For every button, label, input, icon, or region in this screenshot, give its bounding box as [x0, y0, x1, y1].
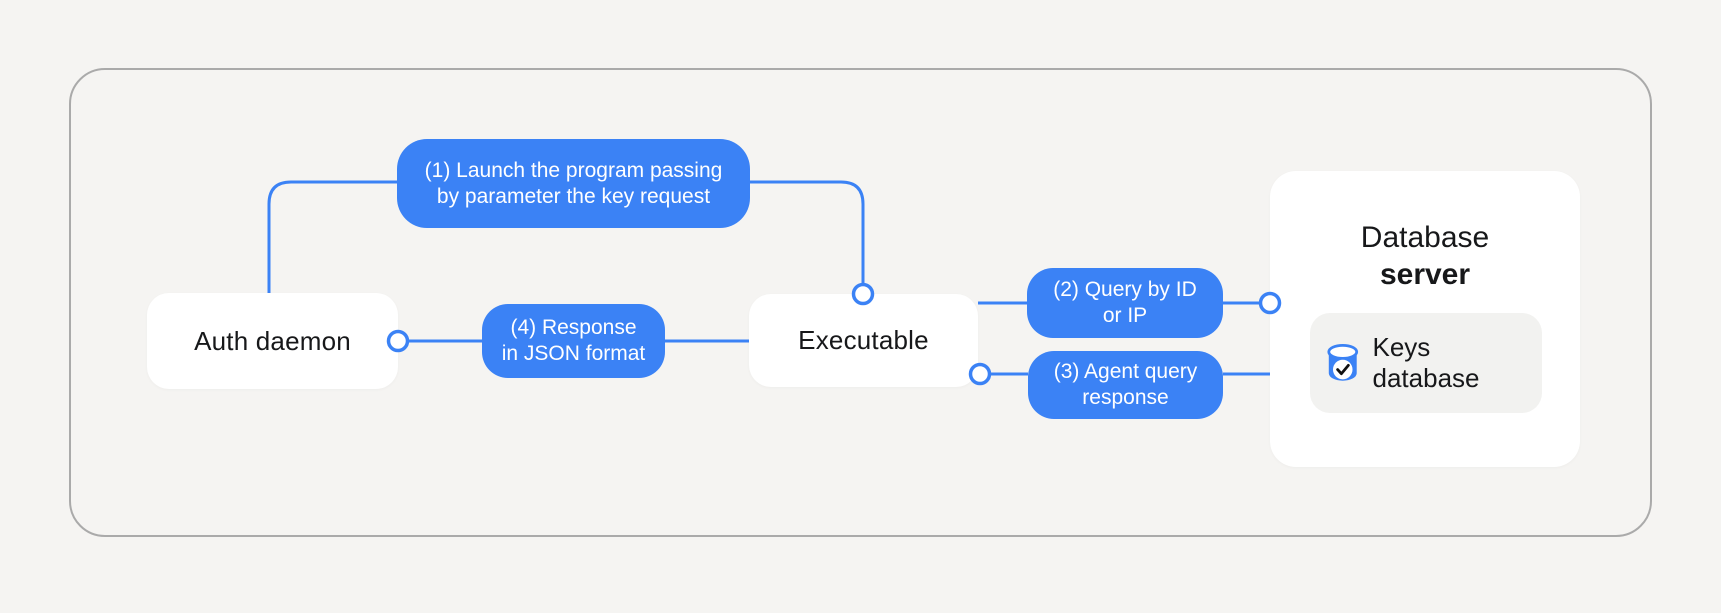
executable-node: Executable [749, 294, 978, 387]
auth-daemon-label: Auth daemon [194, 325, 351, 356]
step-3-label: (3) Agent query response [1053, 360, 1198, 409]
auth-daemon-node: Auth daemon [147, 293, 398, 389]
step-4-pill: (4) Response in JSON format [482, 304, 665, 378]
step-1-pill: (1) Launch the program passing by parame… [397, 139, 750, 228]
database-title-line: Database [1360, 221, 1490, 254]
keys-database-item: Keys database [1310, 313, 1542, 413]
keys-database-label: Keys database [1372, 332, 1480, 393]
database-server-title: Database server [1270, 219, 1580, 293]
database-server-card: Database server Keys database [1270, 171, 1580, 467]
executable-label: Executable [798, 325, 929, 355]
step-3-pill: (3) Agent query response [1028, 351, 1223, 419]
step-2-label: (2) Query by ID or IP [1053, 278, 1197, 327]
step-2-pill: (2) Query by ID or IP [1027, 268, 1223, 338]
database-check-icon [1327, 343, 1359, 381]
step-1-label: (1) Launch the program passing by parame… [424, 158, 723, 208]
database-subtitle-line: server [1379, 258, 1471, 291]
step-4-label: (4) Response in JSON format [501, 316, 646, 365]
